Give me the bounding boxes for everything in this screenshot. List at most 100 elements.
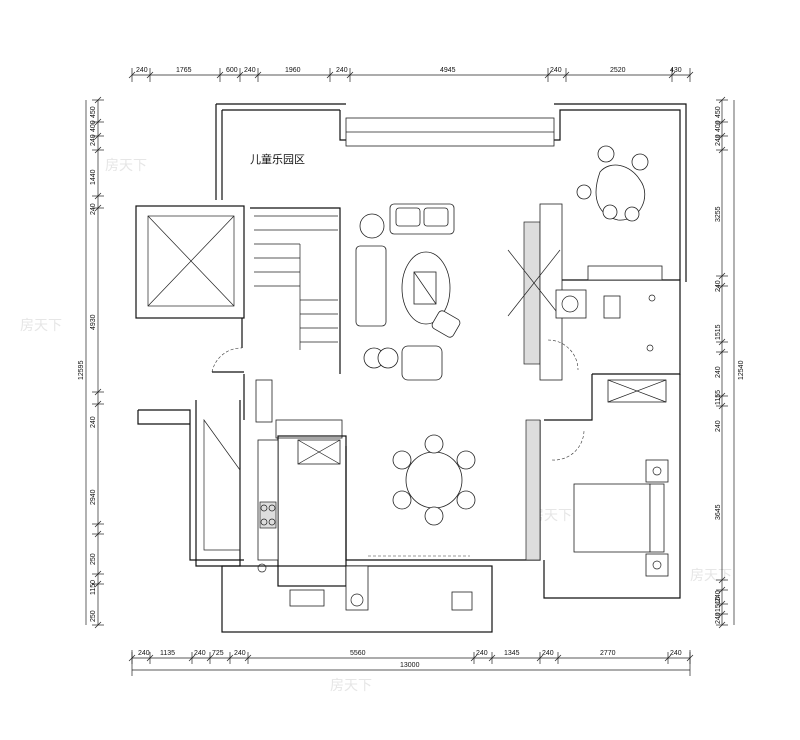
dimension-tick <box>146 71 154 79</box>
dim-right-0: 450 <box>715 106 722 118</box>
dim-left-5: 4930 <box>90 314 97 330</box>
dim-left-4: 240 <box>90 203 97 215</box>
dimension-tick <box>718 96 726 104</box>
toilet <box>603 295 621 319</box>
dimension-tick <box>94 96 102 104</box>
balcony-tea-set <box>576 145 649 222</box>
dim-left-1: 400 <box>90 120 97 132</box>
dimension-tick <box>718 282 726 290</box>
washing-machine <box>345 565 369 611</box>
dim-right-6: 240 <box>715 366 722 378</box>
dim-top-1: 1765 <box>176 67 192 74</box>
elevator-shaft <box>135 205 245 319</box>
dimension-tick <box>94 146 102 154</box>
dimension-tick <box>686 654 694 662</box>
watermark-layer: 房天下 房天下 房天下 房天下 房天下 <box>20 158 732 694</box>
sofa-left <box>355 245 387 327</box>
dim-right-11: 1510 <box>715 596 722 612</box>
dim-bottom-8: 240 <box>542 650 554 657</box>
watermark: 房天下 <box>20 318 62 334</box>
dimension-tick <box>554 654 562 662</box>
dim-top-6: 4945 <box>440 67 456 74</box>
dim-left-total: 12595 <box>78 360 85 380</box>
dimension-tick <box>536 654 544 662</box>
dim-top-2: 600 <box>226 67 238 74</box>
dim-bottom-total: 13000 <box>400 662 420 669</box>
dim-right-5: 1515 <box>715 324 722 340</box>
kitchen <box>221 419 493 633</box>
stove <box>259 501 277 529</box>
dim-left-7: 2940 <box>90 489 97 505</box>
dining-set <box>392 434 476 526</box>
dimension-tick <box>94 570 102 578</box>
top-dimension-line: 240 1765 600 240 1960 240 4945 240 2520 … <box>128 67 694 82</box>
dimension-tick <box>718 576 726 584</box>
dimension-tick <box>188 654 196 662</box>
dimension-tick <box>94 192 102 200</box>
dim-bottom-4: 240 <box>234 650 246 657</box>
bathroom <box>547 265 681 375</box>
dim-left-9: 1150 <box>90 580 97 595</box>
dim-left-0: 450 <box>90 106 97 118</box>
dimension-tick <box>128 654 136 662</box>
dim-bottom-2: 240 <box>194 650 206 657</box>
dimension-tick <box>718 610 726 618</box>
dimension-tick <box>488 654 496 662</box>
dimension-tick <box>94 132 102 140</box>
wash-basin <box>555 289 587 319</box>
dim-right-8: 240 <box>715 420 722 432</box>
double-bed <box>573 483 651 553</box>
armchair <box>401 345 443 381</box>
dining-table <box>405 451 463 509</box>
dimension-tick <box>146 654 154 662</box>
dimension-tick <box>94 621 102 629</box>
dimension-tick <box>326 71 334 79</box>
dimension-tick <box>128 71 136 79</box>
dimension-tick <box>686 71 694 79</box>
dimension-tick <box>94 400 102 408</box>
dimension-tick <box>206 654 214 662</box>
dimension-tick <box>94 580 102 588</box>
dim-top-4: 1960 <box>285 67 301 74</box>
dimension-tick <box>346 71 354 79</box>
dimension-tick <box>94 388 102 396</box>
living-room-furniture <box>355 203 461 381</box>
dimension-tick <box>254 71 262 79</box>
dimension-tick <box>236 71 244 79</box>
dimension-tick <box>718 600 726 608</box>
dim-right-12: 240 <box>715 612 722 624</box>
left-dimension-line: 450 400 240 1440 240 4930 240 2940 250 1… <box>78 96 104 629</box>
dimension-tick <box>216 71 224 79</box>
dimension-tick <box>244 654 252 662</box>
dimension-tick <box>718 132 726 140</box>
dimension-tick <box>718 272 726 280</box>
dim-right-1: 400 <box>715 120 722 132</box>
dim-right-2: 240 <box>715 134 722 146</box>
dim-top-8: 2520 <box>610 67 626 74</box>
dimension-tick <box>94 118 102 126</box>
dimension-tick <box>718 348 726 356</box>
dim-top-7: 240 <box>550 67 562 74</box>
dim-top-3: 240 <box>244 67 256 74</box>
dim-left-6: 240 <box>90 416 97 428</box>
dim-bottom-10: 240 <box>670 650 682 657</box>
dim-bottom-0: 240 <box>138 650 150 657</box>
room-label-kids-play-area: 儿童乐园区 <box>250 152 305 166</box>
dim-bottom-7: 1345 <box>504 650 520 657</box>
staircase <box>250 207 341 374</box>
dim-right-9: 3645 <box>715 504 722 520</box>
dimension-tick <box>718 146 726 154</box>
watermark: 房天下 <box>690 568 732 584</box>
dim-left-8: 250 <box>90 553 97 565</box>
dimension-tick <box>718 392 726 400</box>
right-dimension-line: 450 400 240 3255 240 1515 240 1155 240 3… <box>715 96 745 629</box>
dimension-tick <box>562 71 570 79</box>
dim-right-10: 240 <box>715 590 722 602</box>
dimension-tick <box>94 530 102 538</box>
dimension-tick <box>544 71 552 79</box>
dimension-tick <box>718 118 726 126</box>
watermark: 房天下 <box>330 678 372 694</box>
dim-bottom-5: 5560 <box>350 650 366 657</box>
dimension-tick <box>718 621 726 629</box>
